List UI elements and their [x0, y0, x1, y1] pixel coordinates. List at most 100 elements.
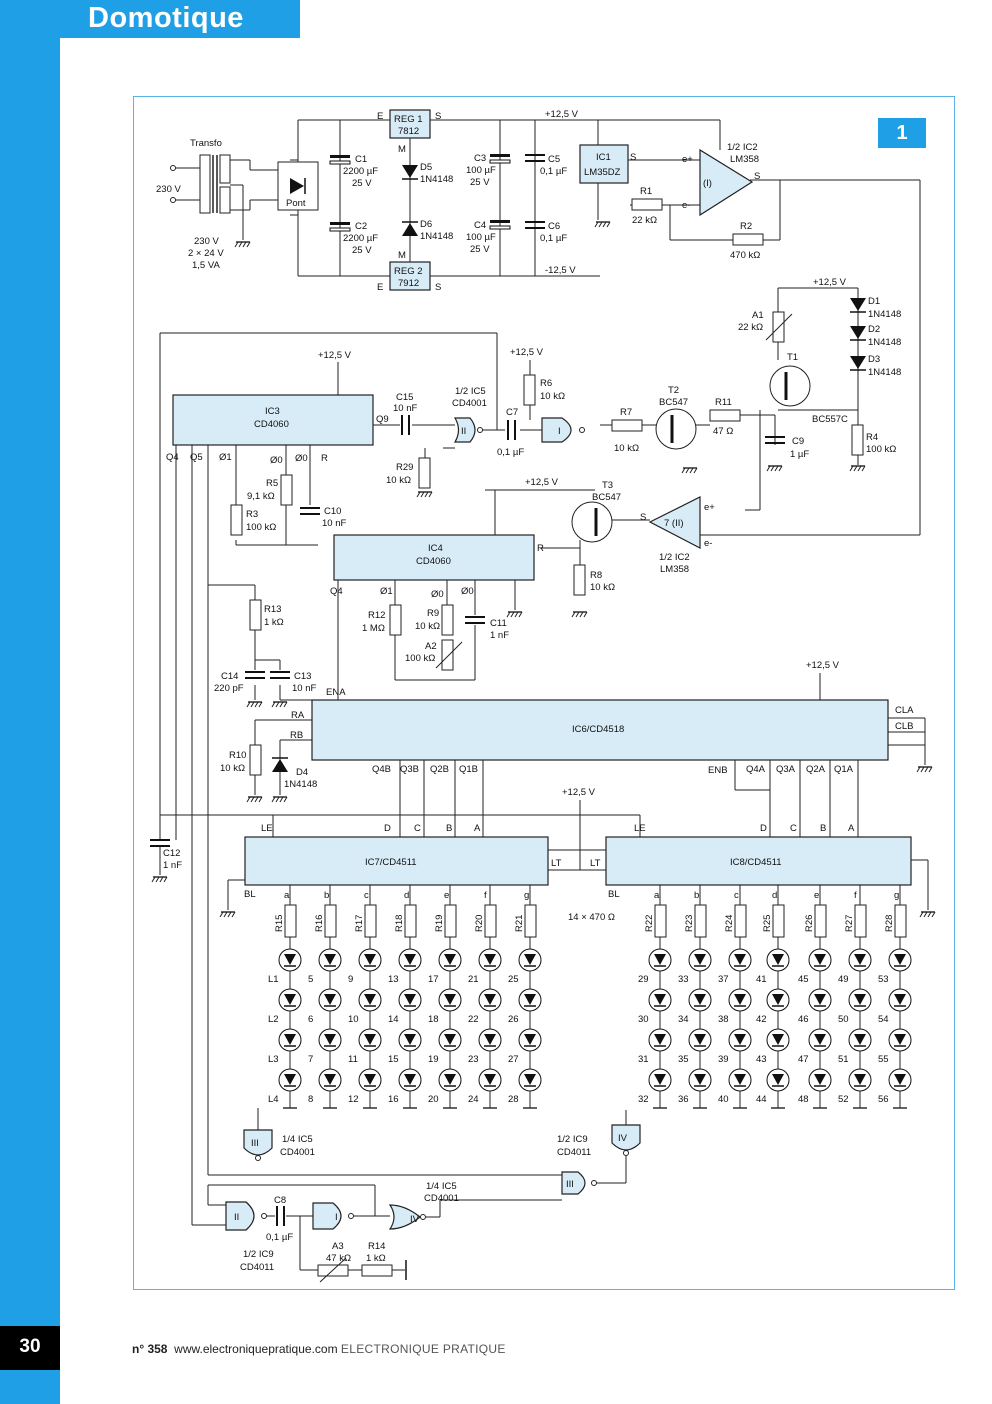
t2-symbol — [655, 408, 697, 450]
transformer: Transfo 230 V 230 V 2 × 24 V 1,5 VA — [156, 138, 251, 271]
reg2-s: S — [435, 282, 441, 293]
right-resistor-label-r28: R28 — [884, 915, 895, 932]
led-icon — [398, 988, 422, 1012]
ic1-name: IC1 — [596, 152, 611, 163]
ic3-q4: Q4 — [166, 452, 179, 463]
right-led-label-43: 43 — [756, 1054, 767, 1065]
ic5c-name: 1/4 IC5 — [282, 1134, 313, 1145]
ic5d-name: 1/4 IC5 — [426, 1181, 457, 1192]
r10-value: 10 kΩ — [220, 763, 245, 774]
q3b-label: Q3B — [400, 764, 419, 775]
d6-part: 1N4148 — [420, 231, 453, 242]
q1a-label: Q1A — [834, 764, 854, 775]
led-arrow — [284, 954, 296, 965]
left-segment-label-d: d — [404, 890, 409, 901]
led-icon — [318, 1028, 342, 1052]
q1b-label: Q1B — [459, 764, 478, 775]
c2-value: 2200 µF — [343, 233, 378, 244]
right-resistor-r27 — [854, 904, 867, 938]
d5-name: D5 — [420, 162, 432, 173]
led-icon — [318, 1068, 342, 1092]
ic3-part: CD4060 — [254, 419, 289, 430]
ic2b-s: S — [640, 512, 646, 523]
right-led-label-53: 53 — [878, 974, 889, 985]
t2-name: T2 — [668, 385, 679, 396]
led-arrow — [654, 1034, 666, 1045]
led-icon — [728, 948, 752, 972]
led-icon — [808, 1068, 832, 1092]
transfo-spec2: 1,5 VA — [192, 260, 220, 271]
right-resistor-r24 — [734, 904, 747, 938]
right-led-label-36: 36 — [678, 1094, 689, 1105]
led-arrow — [444, 954, 456, 965]
ic5d-unit: IV — [410, 1214, 420, 1225]
c8-value: 0,1 µF — [266, 1232, 293, 1243]
left-segment-label-g: g — [524, 890, 529, 901]
right-segment-label-g: g — [894, 890, 899, 901]
r4-symbol — [851, 424, 864, 456]
ra-label: RA — [291, 710, 305, 721]
ic7-in-c: C — [414, 823, 421, 834]
led-arrow — [484, 994, 496, 1005]
right-led-label-29: 29 — [638, 974, 649, 985]
header-tab — [60, 0, 300, 38]
r4-value: 100 kΩ — [866, 444, 896, 455]
r7-symbol — [611, 419, 643, 432]
led-arrow — [894, 1074, 906, 1085]
c1-value: 2200 µF — [343, 166, 378, 177]
d6-name: D6 — [420, 219, 432, 230]
led-icon — [766, 948, 790, 972]
led-arrow — [324, 994, 336, 1005]
led-icon — [518, 1028, 542, 1052]
q4b-label: Q4B — [372, 764, 391, 775]
d5-part: 1N4148 — [420, 174, 453, 185]
d1-symbol — [850, 298, 866, 311]
left-led-label-25: 25 — [508, 974, 519, 985]
right-led-label-50: 50 — [838, 1014, 849, 1025]
r13-name: R13 — [264, 604, 281, 615]
led-icon — [478, 948, 502, 972]
led-icon — [438, 948, 462, 972]
right-led-label-41: 41 — [756, 974, 767, 985]
right-resistor-label-r26: R26 — [804, 915, 815, 932]
left-led-label-8: 8 — [308, 1094, 313, 1105]
c10-name: C10 — [324, 506, 341, 517]
right-led-label-56: 56 — [878, 1094, 889, 1105]
right-led-label-33: 33 — [678, 974, 689, 985]
r4-name: R4 — [866, 432, 878, 443]
t3-name: T3 — [602, 480, 613, 491]
led-arrow — [404, 954, 416, 965]
ic5d-part: CD4001 — [424, 1193, 459, 1204]
right-resistor-label-r25: R25 — [762, 915, 773, 932]
c4-volt: 25 V — [470, 244, 490, 255]
left-segment-label-e: e — [444, 890, 449, 901]
ic4-o1: Ø1 — [380, 586, 393, 597]
c3-value: 100 µF — [466, 165, 496, 176]
ic4-o0: Ø0 — [461, 586, 474, 597]
bridge-diode-symbol — [290, 178, 304, 194]
led-arrow — [654, 954, 666, 965]
ic8-in-c: C — [790, 823, 797, 834]
right-resistor-r22 — [654, 904, 667, 938]
led-icon — [478, 1068, 502, 1092]
osc-rail3: +12,5 V — [525, 477, 559, 488]
ic6-name: IC6/CD4518 — [572, 724, 624, 735]
r29-value: 10 kΩ — [386, 475, 411, 486]
ic2b-unit: 7 (II) — [664, 518, 684, 529]
led-icon — [278, 948, 302, 972]
r5-value: 9,1 kΩ — [247, 491, 275, 502]
led-icon — [358, 1028, 382, 1052]
ic4-name: IC4 — [428, 543, 443, 554]
ic7-name: IC7/CD4511 — [365, 857, 417, 868]
led-matrix[interactable]: aR15L1L2L3L4bR165678cR179101112dR1813141… — [268, 885, 912, 1109]
ic7-bl: BL — [244, 889, 256, 900]
led-icon — [478, 988, 502, 1012]
left-led-label-L1: L1 — [268, 974, 279, 985]
led-arrow — [694, 1074, 706, 1085]
ic9a-part: CD4011 — [240, 1262, 274, 1273]
c3-name: C3 — [474, 153, 486, 164]
ic8-lt: LT — [590, 858, 601, 869]
q2a-label: Q2A — [806, 764, 826, 775]
ic8-in-d: D — [760, 823, 767, 834]
left-led-label-5: 5 — [308, 974, 313, 985]
